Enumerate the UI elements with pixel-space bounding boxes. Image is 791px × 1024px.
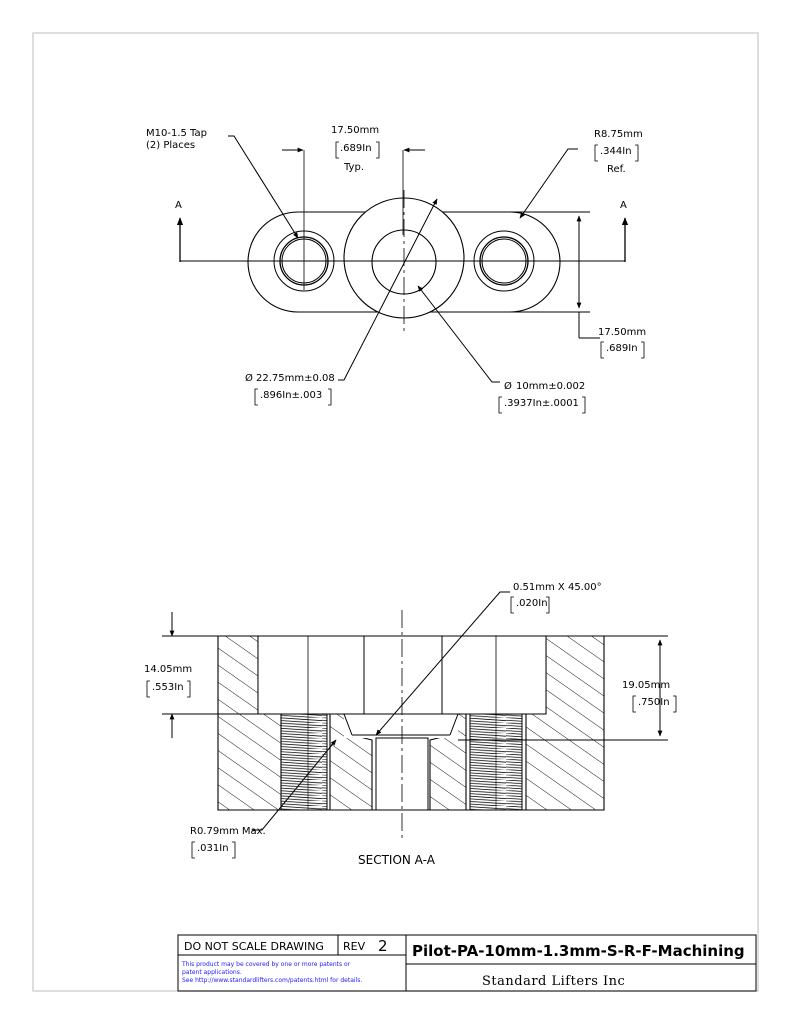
bore-diameter-symbol: Ø [504,380,512,392]
patent-notice-line-3: See http://www.standardlifters.com/paten… [182,977,362,984]
top-view [176,135,629,383]
bore-diameter-mm: 10mm±0.002 [516,381,585,392]
radius-mm: R8.75mm [594,129,643,140]
center-spacing-in: .689In [340,143,372,154]
rev-value: 2 [378,937,388,955]
fillet-in: .031In [197,843,229,854]
do-not-scale-label: DO NOT SCALE DRAWING [184,940,324,953]
outer-diameter-in: .896In±.003 [260,390,322,401]
radius-in: .344In [600,146,632,157]
patent-notice-line-1: This product may be covered by one or mo… [181,961,351,968]
section-label-right: A [620,200,627,211]
depth-in: .553In [152,682,184,693]
bore-diameter-in: .3937In±.0001 [504,398,579,409]
section-view-labels: 0.51mm X 45.00° .020In 14.05mm .553In 19… [144,582,677,867]
tap-label: M10-1.5 Tap [146,128,207,139]
left-thread [280,713,328,811]
chamfer-mm: 0.51mm X 45.00° [513,582,602,593]
section-view [162,591,668,838]
depth-mm: 14.05mm [144,664,192,675]
top-view-labels: M10-1.5 Tap (2) Places 17.50mm .689In Ty… [146,125,646,414]
chamfer-in: .020In [516,598,548,609]
rev-label: REV [343,940,366,953]
title-block [177,934,757,992]
part-number: Pilot-PA-10mm-1.3mm-S-R-F-Machining [412,942,745,960]
company-name: Standard Lifters Inc [482,974,625,989]
section-title: SECTION A-A [358,853,436,867]
section-label-left: A [175,200,182,211]
center-spacing-note: Typ. [343,162,364,173]
outer-diameter-mm: 22.75mm±0.08 [256,373,335,384]
outer-diameter-symbol: Ø [245,372,253,384]
title-block-text: DO NOT SCALE DRAWING REV 2 Pilot-PA-10mm… [181,937,745,989]
patent-notice-line-2: patent applications. [182,969,242,976]
sheet-border [32,32,759,992]
height-mm: 19.05mm [622,680,670,691]
width-in: .689In [606,343,638,354]
height-in: .750In [638,697,670,708]
fillet-mm: R0.79mm Max. [190,826,266,837]
radius-note: Ref. [607,164,626,175]
width-mm: 17.50mm [598,327,646,338]
center-spacing-mm: 17.50mm [331,125,379,136]
tap-count-label: (2) Places [146,140,195,151]
